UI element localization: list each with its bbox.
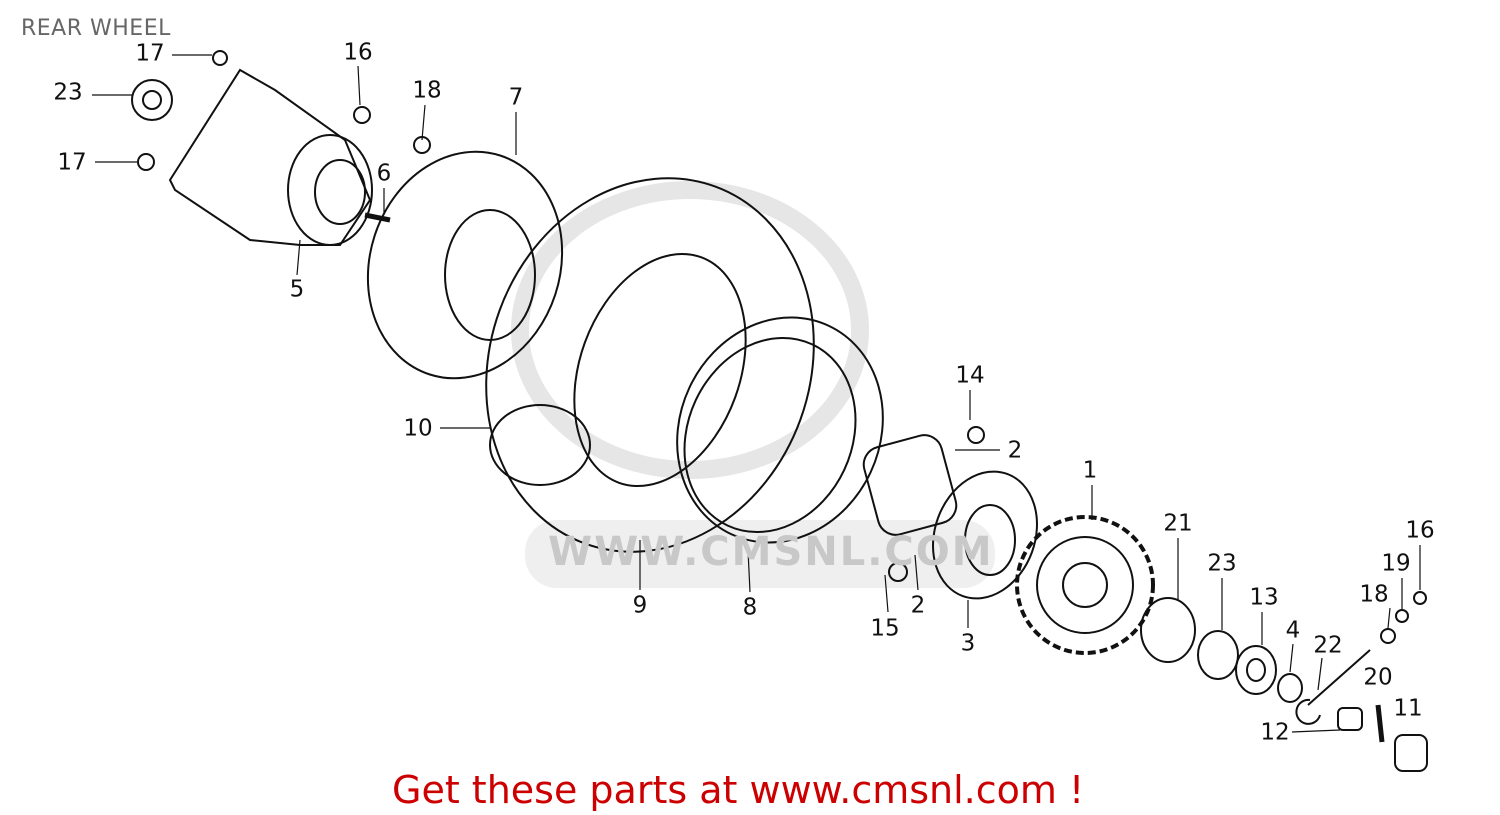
part-tire-9 [485,177,815,553]
part-seal-13 [1235,645,1277,695]
part-circlip-21 [1140,597,1196,663]
footer-promo-link[interactable]: Get these parts at www.cmsnl.com ! [392,768,1085,812]
part-hub-5 [168,68,372,246]
part-bolt-15 [888,562,908,582]
part-washer-18b [1380,628,1396,644]
part-plate-3 [932,470,1038,600]
part-nut-16a [353,106,371,124]
part-label[interactable]: 22 [1313,632,1343,659]
part-bearing-23a [131,79,173,121]
part-nut-12 [1337,707,1363,731]
part-label[interactable]: 13 [1249,584,1279,611]
part-bearing-23b [1197,630,1239,680]
part-cap-11 [1394,734,1428,772]
part-label[interactable]: 2 [910,592,926,619]
part-label[interactable]: 23 [53,79,83,106]
watermark: WWW.CMSNL.COM [548,529,994,575]
part-label[interactable]: 23 [1207,550,1237,577]
part-label[interactable]: 17 [135,40,165,67]
part-label[interactable]: 16 [1405,517,1435,544]
watermark-logo [511,181,869,479]
part-label[interactable]: 19 [1381,550,1411,577]
part-collar-4 [1277,673,1303,703]
part-label[interactable]: 8 [742,594,758,621]
part-label[interactable]: 10 [403,415,433,442]
part-sprocket-1 [1015,515,1155,655]
part-label[interactable]: 11 [1393,695,1423,722]
part-label[interactable]: 18 [412,77,442,104]
part-tube-10 [489,404,591,486]
part-label[interactable]: 9 [632,592,648,619]
part-label[interactable]: 21 [1163,510,1193,537]
diagram-title: REAR WHEEL [21,16,171,41]
part-adjuster-22 [1295,649,1371,725]
part-wheel-disc-7 [366,150,564,380]
part-nut-17a [212,50,228,66]
part-label[interactable]: 1 [1082,457,1098,484]
part-pin-20 [1375,704,1385,743]
part-label[interactable]: 14 [955,362,985,389]
part-label[interactable]: 3 [960,630,976,657]
part-brake-shoe-2 [862,434,958,536]
part-label[interactable]: 18 [1359,581,1389,608]
watermark-banner [525,520,995,588]
part-label[interactable]: 2 [1007,437,1023,464]
part-label[interactable]: 6 [376,160,392,187]
part-rim-8 [676,316,884,544]
part-label[interactable]: 7 [508,84,524,111]
part-label[interactable]: 4 [1285,617,1301,644]
part-nut-17b [137,153,155,171]
part-washer-19 [1395,609,1409,623]
part-label[interactable]: 20 [1363,664,1393,691]
part-label[interactable]: 12 [1260,719,1290,746]
part-label[interactable]: 16 [343,39,373,66]
part-label[interactable]: 17 [57,149,87,176]
part-label[interactable]: 15 [870,615,900,642]
part-washer-18a [413,136,431,154]
part-bolt-14 [967,426,985,444]
part-nut-16b [1413,591,1427,605]
part-label[interactable]: 5 [289,276,305,303]
